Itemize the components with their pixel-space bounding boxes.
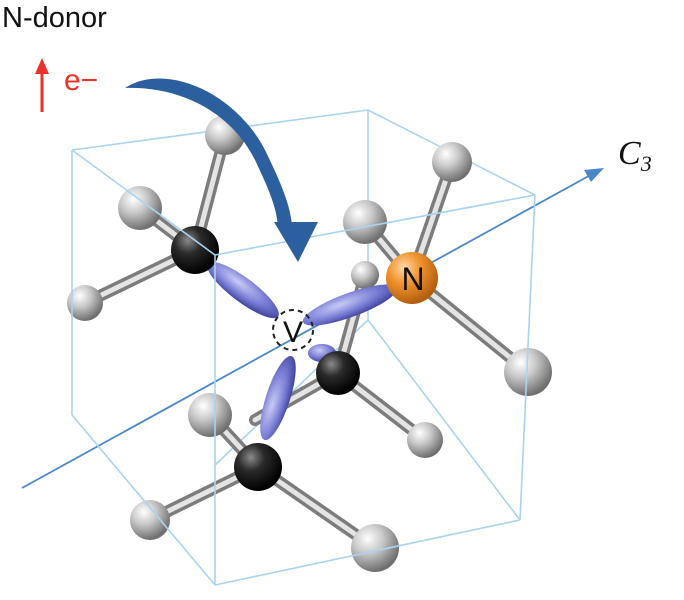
grey-atoms (67, 115, 552, 572)
grey-atom (130, 500, 170, 540)
c3-axis (21, 168, 604, 489)
orbital-lobe (302, 284, 398, 326)
c3-axis-label: C3 (618, 135, 652, 176)
vacancy-label: V (283, 316, 303, 349)
carbon-atom (316, 351, 360, 395)
orbitals (207, 261, 398, 441)
lattice-cube-front (71, 149, 536, 586)
electron-up-arrow (35, 58, 49, 112)
grey-atom (188, 393, 232, 437)
electron-transfer-arrow (125, 78, 318, 262)
grey-atom (351, 261, 379, 289)
grey-atom (343, 200, 387, 244)
n-donor-title: N-donor (2, 2, 107, 34)
grey-atom (67, 285, 103, 321)
orbital-lobe (207, 261, 279, 319)
carbon-atom (234, 443, 282, 491)
nitrogen-label: N (401, 261, 424, 297)
orbital-lobe (260, 355, 296, 441)
carbon-atoms (171, 226, 360, 491)
grey-atom (351, 524, 399, 572)
grey-atom (118, 186, 162, 230)
electron-label: e− (64, 64, 98, 97)
vacancy-site: V (272, 309, 314, 351)
grey-atom (432, 142, 472, 182)
nitrogen-atom: N (386, 252, 438, 304)
c3-axis-label-sub: 3 (640, 151, 652, 176)
grey-atom (504, 348, 552, 396)
c3-axis-label-main: C (618, 135, 641, 172)
grey-atom (407, 422, 443, 458)
carbon-atom (171, 226, 219, 274)
